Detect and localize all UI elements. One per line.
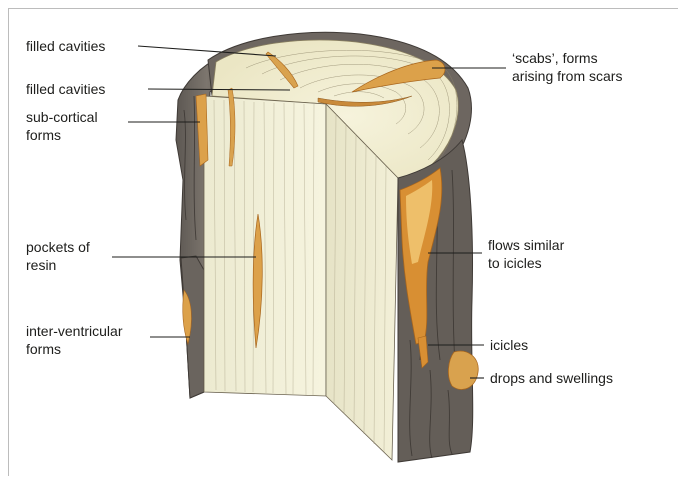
label-line: ‘scabs’, forms [512, 49, 622, 67]
label-line: icicles [490, 336, 528, 354]
label-flows-similar-to-icicles: flows similar to icicles [488, 236, 564, 272]
resin-drop-swelling [448, 351, 478, 389]
label-line: forms [26, 126, 98, 144]
label-line: pockets of [26, 238, 90, 256]
label-line: to icicles [488, 254, 564, 272]
label-filled-cavities-mid: filled cavities [26, 80, 105, 98]
label-line: filled cavities [26, 80, 105, 98]
label-scabs: ‘scabs’, forms arising from scars [512, 49, 622, 85]
label-sub-cortical-forms: sub-cortical forms [26, 108, 98, 144]
label-line: inter-ventricular [26, 322, 122, 340]
label-line: drops and swellings [490, 369, 613, 387]
label-line: resin [26, 256, 90, 274]
label-line: arising from scars [512, 67, 622, 85]
label-icicles: icicles [490, 336, 528, 354]
label-drops-and-swellings: drops and swellings [490, 369, 613, 387]
label-pockets-of-resin: pockets of resin [26, 238, 90, 274]
label-line: flows similar [488, 236, 564, 254]
label-line: filled cavities [26, 37, 105, 55]
label-line: forms [26, 340, 122, 358]
label-line: sub-cortical [26, 108, 98, 126]
label-filled-cavities-top: filled cavities [26, 37, 105, 55]
label-inter-ventricular-forms: inter-ventricular forms [26, 322, 122, 358]
